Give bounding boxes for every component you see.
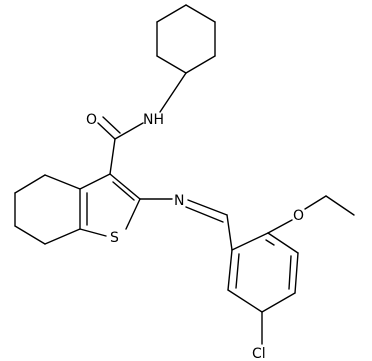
bond-amide-c-n	[114, 122, 144, 140]
thiophene-ring	[79, 173, 141, 237]
atom-cl-label: Cl	[252, 346, 266, 361]
cyclohexyl-ring	[156, 4, 216, 74]
bond-nh-cyclohexyl	[159, 72, 187, 113]
atom-imine-n-label: N	[174, 193, 184, 209]
bond-o-ch2	[304, 195, 327, 210]
bond-ethyl	[325, 195, 355, 216]
tetrahydro-ring	[14, 173, 111, 245]
bond-aryl-o	[267, 219, 293, 234]
atom-amide-o-label: O	[86, 112, 97, 128]
bond-imine	[185, 199, 228, 223]
atom-s-label: S	[110, 230, 119, 246]
benzene-ring	[227, 232, 299, 313]
bond-amide-thiophene	[109, 138, 116, 175]
bond-ch-aryl	[226, 214, 233, 251]
bond-amide-carbonyl	[97, 116, 121, 140]
atom-nh-label: NH	[143, 112, 164, 128]
atom-ether-o-label: O	[293, 208, 304, 224]
